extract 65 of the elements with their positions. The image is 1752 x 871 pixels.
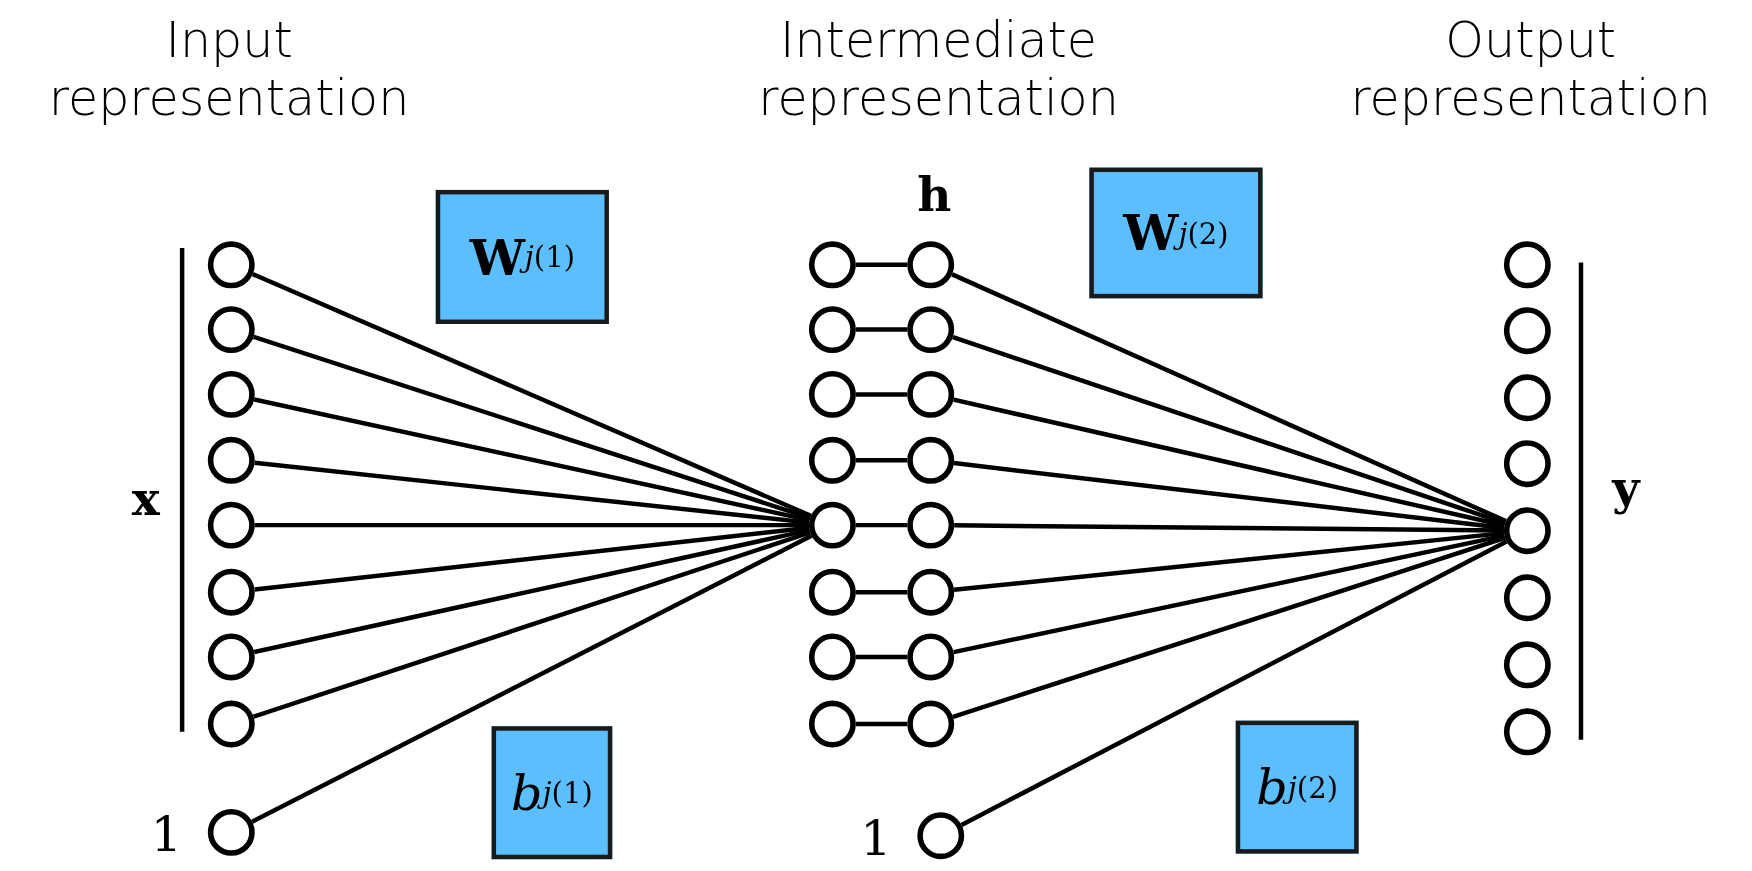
connection-line [855,458,908,463]
bias-label: 1 [860,813,892,863]
connection-line [855,327,908,332]
neuron-circle [1503,374,1551,422]
neuron-circle [808,633,856,681]
connection-line [254,525,810,592]
neuron-circle [1503,574,1551,622]
connection-line [855,589,908,595]
connection-line [855,262,908,268]
neuron-circle [1503,241,1551,289]
vector-symbol: x [131,471,160,527]
neuron-circle [207,633,255,681]
column-heading: Output representation [1349,11,1712,128]
neuron-circle [907,633,955,681]
neuron-circle [1503,307,1551,355]
connection-line [954,523,1504,533]
neuron-circle [907,241,955,289]
neuron-circle [1503,440,1551,488]
connection-line [252,530,811,719]
neuron-circle [808,501,856,549]
neuron-circle [207,501,255,549]
neuron-circle [907,306,955,354]
column-heading: Input representation [47,11,411,128]
neuron-circle [207,436,255,484]
connection-line [253,527,810,655]
connection-line [254,522,809,528]
neuron-circle [207,808,255,856]
connection-line [952,335,1506,526]
connection-line [251,533,813,824]
neuron-circle [808,700,856,748]
neuron-circle [207,241,255,289]
connection-line [855,721,908,727]
vector-symbol: y [1612,460,1640,516]
vector-symbol: h [917,167,952,223]
neuron-circle [907,436,955,484]
neuron-circle [1503,708,1551,756]
neuron-circle [207,568,255,616]
neuron-circle [907,501,955,549]
neuron-circle [808,436,856,484]
neuron-circle [808,241,856,289]
connection-line [953,397,1505,528]
connection-line [253,397,810,523]
connection-line [953,530,1505,592]
neuron-circle [1503,507,1551,555]
neuron-circle [917,812,965,860]
connection-line [953,533,1505,655]
connection-line [953,460,1505,531]
connection-line [952,535,1506,719]
neuron-circle [1503,641,1551,689]
neuron-circle [907,568,955,616]
neuron-circle [207,306,255,354]
connection-line [960,539,1508,827]
connection-line [254,460,810,525]
bias-label: 1 [150,810,183,860]
column-heading: Intermediate representation [757,11,1120,128]
neuron-circle [207,370,255,418]
connection-line [252,334,811,520]
connection-line [951,272,1507,524]
connection-line [855,654,908,660]
connection-line [251,272,812,518]
neuron-circle [207,700,255,748]
neuron-circle [808,568,856,616]
connection-line [855,522,908,528]
connection-line [855,392,908,397]
neuron-circle [907,700,955,748]
